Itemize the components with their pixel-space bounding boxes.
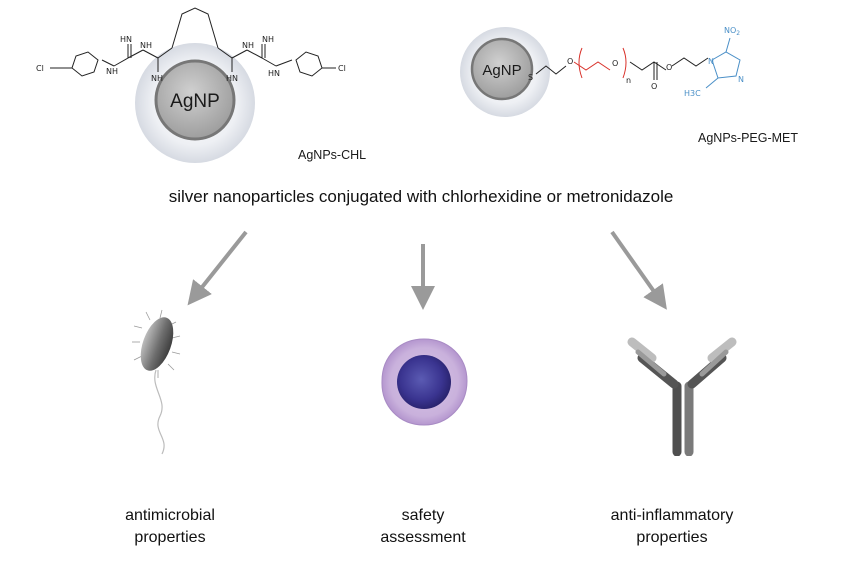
- atom-s: S: [528, 73, 533, 82]
- agnps-chl-structure: AgNP NH NH HN NH Cl: [36, 7, 346, 163]
- agnps-chl-caption: AgNPs-CHL: [298, 148, 367, 162]
- agnp-core-label: AgNP: [482, 62, 521, 79]
- metronidazole-imidazole-ring: [705, 37, 741, 89]
- atom-o: O: [666, 63, 672, 72]
- agnps-chl-panel: AgNP NH NH HN NH Cl: [30, 0, 410, 170]
- right-guanidine-chain: [217, 44, 293, 72]
- agnp-core: [154, 59, 236, 141]
- nitro-group: NO2: [724, 26, 740, 37]
- peg-repeat-unit: [573, 47, 627, 79]
- arrow-to-antimicrobial: [187, 230, 248, 306]
- atom-o: O: [612, 59, 618, 68]
- cell-icon: [381, 338, 468, 426]
- peg-subscript-n: n: [626, 76, 631, 85]
- atom-o: O: [567, 57, 573, 66]
- outcome-safety: safety assessment: [333, 505, 513, 549]
- atom-cl: Cl: [338, 64, 346, 73]
- atom-hn: HN: [268, 69, 280, 78]
- outcome-line: properties: [134, 529, 206, 546]
- outcome-line: antimicrobial: [125, 507, 215, 524]
- headline-text: silver nanoparticles conjugated with chl…: [168, 187, 674, 206]
- outcome-line: anti-inflammatory: [610, 507, 734, 524]
- outcome-antimicrobial: antimicrobial properties: [80, 505, 260, 549]
- atom-nh: NH: [140, 41, 152, 50]
- atom-hn: HN: [226, 74, 238, 83]
- arrow-to-anti-inflammatory: [610, 230, 667, 310]
- outcome-line: assessment: [380, 529, 466, 546]
- atom-cl: Cl: [36, 64, 44, 73]
- agnps-peg-met-panel: AgNP S O O n O O N N NO2 H3C: [440, 0, 820, 170]
- agnps-peg-met-caption: AgNPs-PEG-MET: [698, 131, 799, 145]
- atom-nh: NH: [242, 41, 254, 50]
- agnp-core: [470, 37, 534, 101]
- atom-nh: NH: [151, 74, 163, 83]
- antibody-icon: [627, 337, 737, 456]
- outcome-anti-inflammatory: anti-inflammatory properties: [582, 505, 762, 549]
- ester-linker: [629, 57, 709, 80]
- agnp-core-label: AgNP: [170, 91, 220, 112]
- atom-nh: NH: [106, 67, 118, 76]
- left-guanidine-chain: [101, 44, 173, 72]
- outcome-line: safety: [401, 507, 445, 524]
- agnps-peg-met-structure: AgNP S O O n O O N N NO2 H3C: [460, 26, 744, 117]
- atom-hn: HN: [120, 35, 132, 44]
- methyl-group: H3C: [684, 89, 701, 98]
- atom-nh: NH: [262, 35, 274, 44]
- atom-n: N: [708, 57, 714, 66]
- bacterium-icon: [132, 309, 181, 455]
- atom-n: N: [738, 75, 744, 84]
- thioether-linker: [535, 65, 567, 75]
- outcome-line: properties: [636, 529, 708, 546]
- alkyl-bridge: [171, 7, 219, 49]
- atom-o: O: [651, 82, 657, 91]
